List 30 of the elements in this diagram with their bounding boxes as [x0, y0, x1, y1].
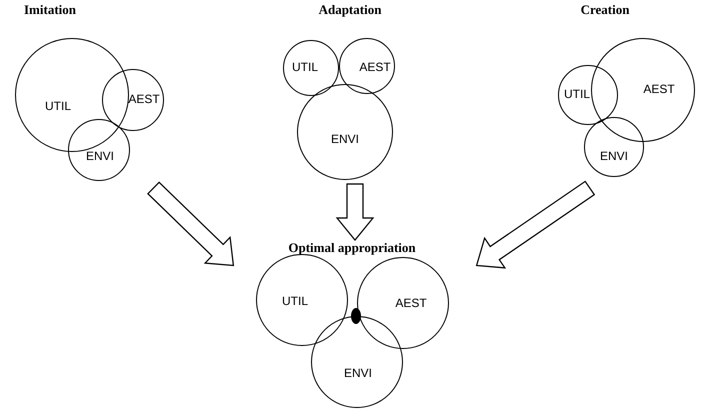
- intersection-dot: [351, 308, 361, 324]
- circle-label: AEST: [395, 296, 427, 310]
- venn-circle: [15, 38, 129, 152]
- venn-circle: [591, 38, 695, 142]
- venn-circle: [339, 38, 395, 94]
- venn-circle: [558, 65, 618, 125]
- block-arrow: [336, 183, 374, 241]
- circle-label: AEST: [643, 82, 675, 96]
- venn-circle: [283, 40, 339, 96]
- circle-label: AEST: [359, 60, 391, 74]
- circle-label: ENVI: [600, 149, 628, 163]
- venn-circle: [102, 69, 164, 131]
- circle-label: UTIL: [564, 87, 590, 101]
- circle-label: ENVI: [86, 149, 114, 163]
- venn-circle: [297, 84, 393, 180]
- circle-label: UTIL: [292, 60, 318, 74]
- circle-label: UTIL: [282, 294, 308, 308]
- group-title: Adaptation: [318, 2, 382, 18]
- venn-circle: [68, 119, 130, 181]
- block-arrow: [147, 181, 234, 266]
- group-title: Optimal appropriation: [288, 240, 416, 256]
- circle-label: UTIL: [45, 99, 71, 113]
- circle-label: ENVI: [331, 132, 359, 146]
- venn-circle: [256, 254, 348, 346]
- circle-label: ENVI: [344, 366, 372, 380]
- circle-label: AEST: [128, 92, 160, 106]
- group-title: Creation: [580, 2, 630, 18]
- group-title: Imitation: [24, 2, 76, 18]
- block-arrow: [476, 180, 596, 269]
- venn-circle: [584, 117, 644, 177]
